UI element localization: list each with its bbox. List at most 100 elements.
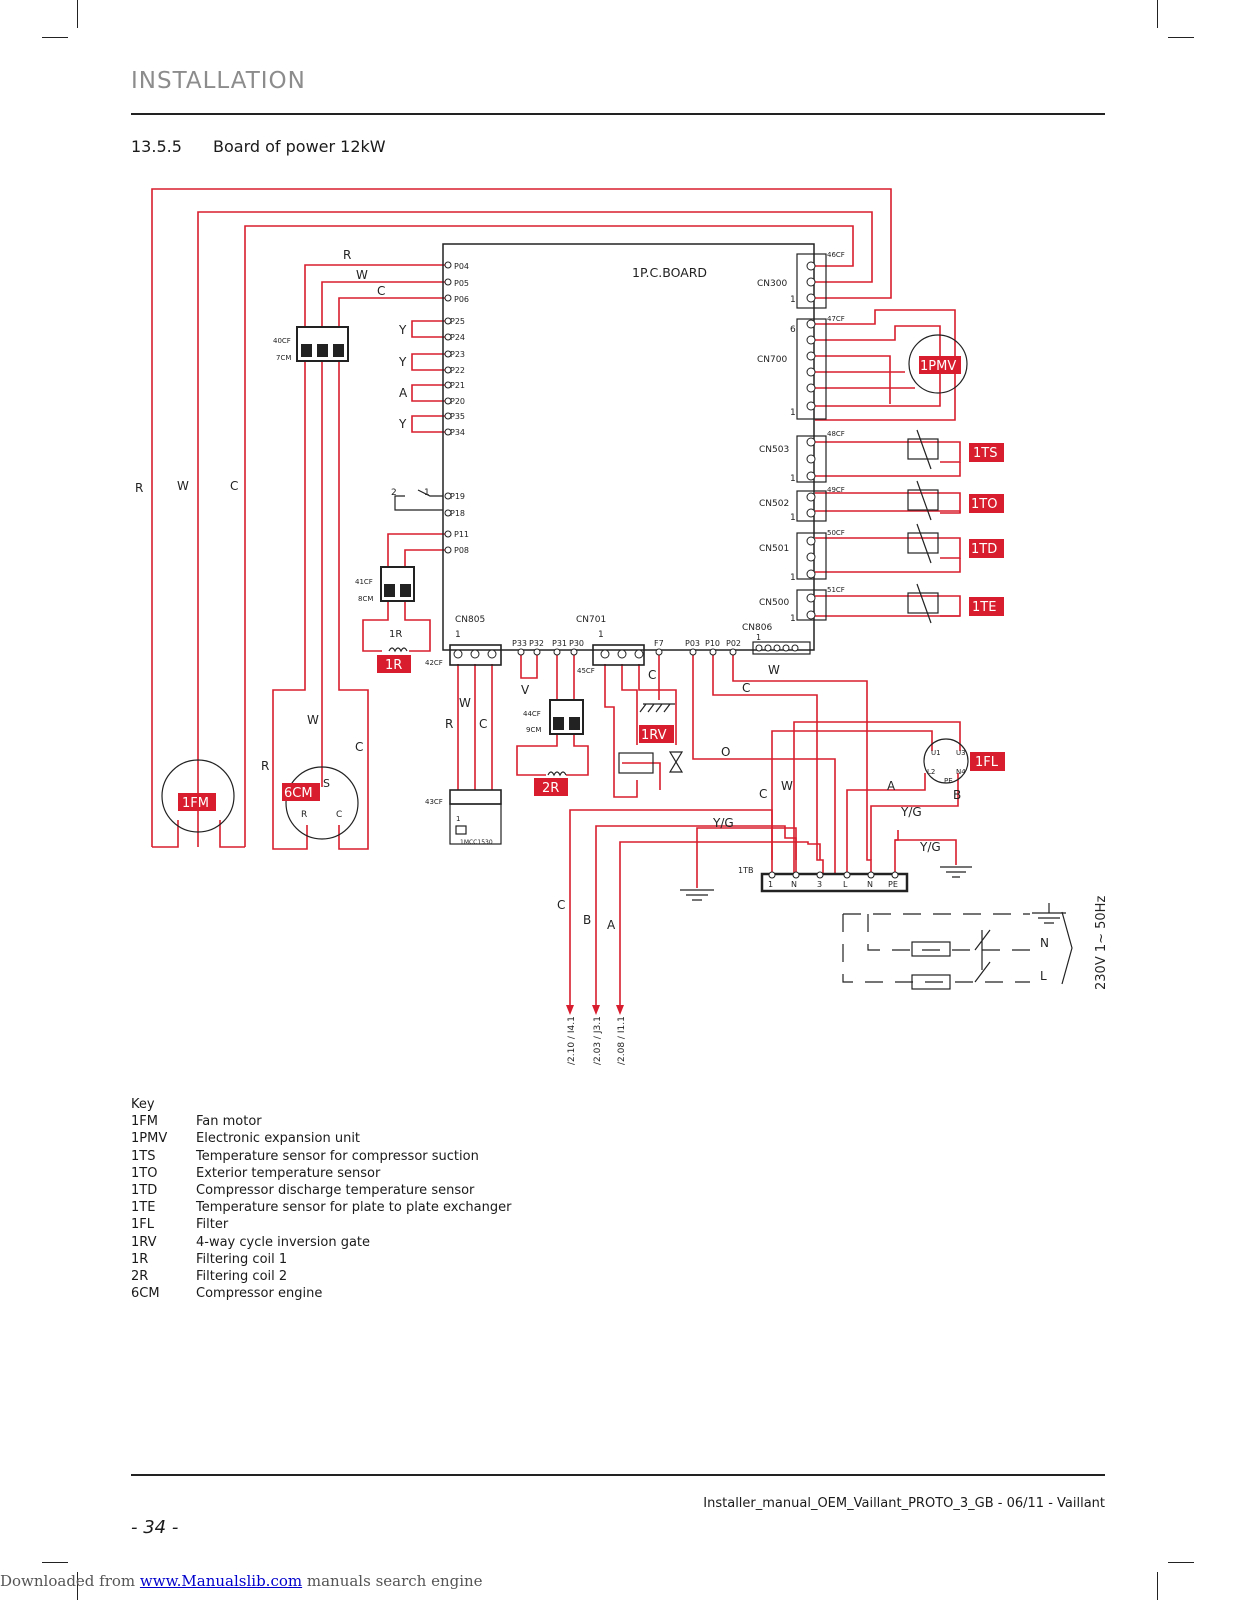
pin-label: P31 <box>552 639 567 648</box>
pin-label: P11 <box>454 530 469 539</box>
download-notice: Downloaded from www.Manualslib.com manua… <box>0 1572 483 1590</box>
pin-circle <box>791 644 799 652</box>
wire-group <box>151 188 961 1010</box>
wire <box>411 320 445 338</box>
cf-label: 50CF <box>827 529 845 537</box>
cf-label: 49CF <box>827 486 845 494</box>
cf-label: 46CF <box>827 251 845 259</box>
pin-circle <box>444 546 452 554</box>
pin-label: P10 <box>705 639 720 648</box>
terminal-label: PE <box>888 880 898 889</box>
wire <box>404 549 445 567</box>
pin-circle <box>444 412 452 420</box>
wire <box>712 654 824 875</box>
wire-letter: A <box>399 386 408 400</box>
connector-block <box>449 644 502 666</box>
wire <box>815 558 961 573</box>
badge-1fm <box>178 793 216 811</box>
connector-label: CN502 <box>759 499 789 509</box>
connector-block <box>796 532 827 580</box>
wire-letter: A <box>887 779 896 793</box>
wire-letter: C <box>648 668 656 682</box>
pin-circle <box>617 649 627 659</box>
pin-circle <box>553 648 561 656</box>
wire-letter: Y <box>398 323 407 337</box>
key-code: 1TE <box>131 1200 156 1216</box>
pin-label: P22 <box>450 366 465 375</box>
wire <box>411 353 445 371</box>
supply-line <box>867 914 1030 951</box>
filter-terminal: U1 <box>931 749 941 757</box>
pin-circle <box>444 397 452 405</box>
cf-label: 40CF <box>273 337 291 345</box>
key-code: 1R <box>131 1251 149 1267</box>
wire <box>815 309 956 421</box>
pin-label: P06 <box>454 295 469 304</box>
pin-circle <box>453 649 463 659</box>
mcc-box <box>449 803 502 845</box>
pin-number: 1 <box>456 815 460 823</box>
key-desc: Exterior temperature sensor <box>196 1165 381 1181</box>
pin-number: 2 <box>391 488 397 498</box>
connector-housing <box>317 344 328 357</box>
key-code: 1PMV <box>131 1131 168 1147</box>
connector-label: CN501 <box>759 544 789 554</box>
pin-circle <box>444 428 452 436</box>
key-desc: Filter <box>196 1217 229 1233</box>
connector-block <box>592 644 645 666</box>
cf-label: 9CM <box>526 726 541 734</box>
wire-letter: O <box>721 745 730 759</box>
wire <box>321 281 445 328</box>
subsection-number: 13.5.5 <box>131 137 182 156</box>
wire <box>815 325 941 407</box>
pin-label: P05 <box>454 279 469 288</box>
connector-block <box>796 435 827 483</box>
badge-2r-label: 2R <box>542 781 559 796</box>
pin-circle <box>444 530 452 538</box>
wire <box>815 462 961 477</box>
pin-circle <box>806 593 816 603</box>
wire <box>621 664 638 745</box>
sensor-arrow <box>916 523 932 564</box>
supply-line <box>842 914 1030 983</box>
pin-circle <box>806 277 816 287</box>
pin-circle <box>689 648 697 656</box>
pin-circle <box>517 648 525 656</box>
wire <box>895 839 957 865</box>
wire-letter: W <box>307 713 319 727</box>
pin-number: 1 <box>790 408 796 418</box>
connector-housing <box>549 699 584 735</box>
crop-mark <box>1168 37 1194 38</box>
wire <box>894 830 899 875</box>
key-desc: Fan motor <box>196 1114 262 1130</box>
pin-circle <box>806 471 816 481</box>
pin-label: P23 <box>450 350 465 359</box>
cf-label: 1MCC1530 <box>460 839 493 846</box>
manualslib-link[interactable]: www.Manualslib.com <box>139 1572 303 1590</box>
wire-letter: R <box>135 481 143 495</box>
cf-label: 8CM <box>358 595 373 603</box>
wire <box>732 654 872 875</box>
wire-letter: W <box>781 779 793 793</box>
pin-label: P34 <box>450 428 465 437</box>
pin-label: P32 <box>529 639 544 648</box>
mcc-inner <box>455 825 467 835</box>
pin-circle <box>444 333 452 341</box>
wire <box>696 827 797 888</box>
housing-group <box>296 326 584 735</box>
filter-terminal: N4 <box>956 768 966 776</box>
pin-number: 1 <box>756 633 761 642</box>
pin-circle <box>600 649 610 659</box>
key-code: 1FM <box>131 1114 158 1130</box>
wire-letter: Y <box>398 417 407 431</box>
crop-mark <box>1157 1572 1158 1600</box>
wire-letter: C <box>479 717 487 731</box>
pin-circle <box>806 367 816 377</box>
badge-1fl <box>970 752 1005 771</box>
wire-letter: R <box>343 248 351 262</box>
key-desc: Filtering coil 1 <box>196 1251 288 1267</box>
wire-letter: R <box>301 810 307 820</box>
key-code: 1TO <box>131 1165 158 1181</box>
connector-housing <box>333 344 344 357</box>
